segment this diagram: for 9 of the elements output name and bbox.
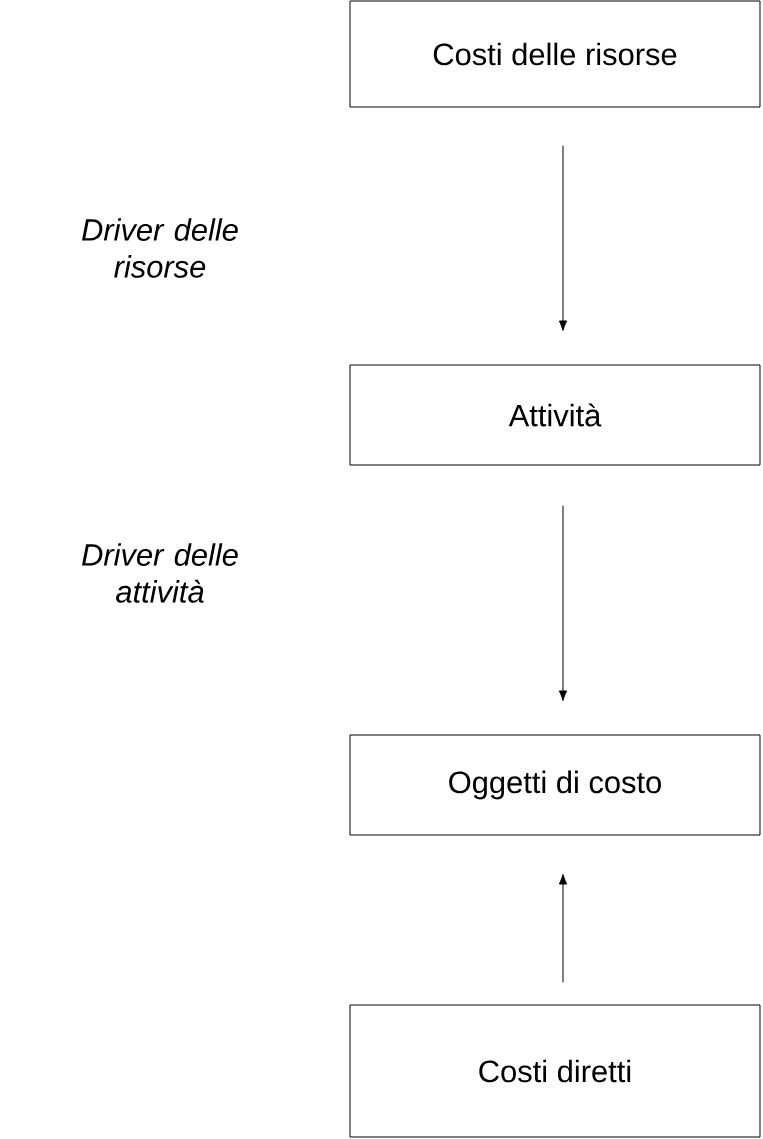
arrow — [558, 505, 568, 701]
driver-label: Driver delle risorse — [82, 218, 238, 278]
process-box: Costi diretti — [349, 1004, 761, 1138]
arrow — [558, 145, 568, 331]
process-box: Costi delle risorse — [349, 0, 761, 108]
process-box: Attività — [349, 364, 761, 466]
arrow — [558, 874, 568, 983]
process-box: Oggetti di costo — [349, 734, 761, 836]
driver-label: Driver delle attività — [82, 543, 238, 603]
